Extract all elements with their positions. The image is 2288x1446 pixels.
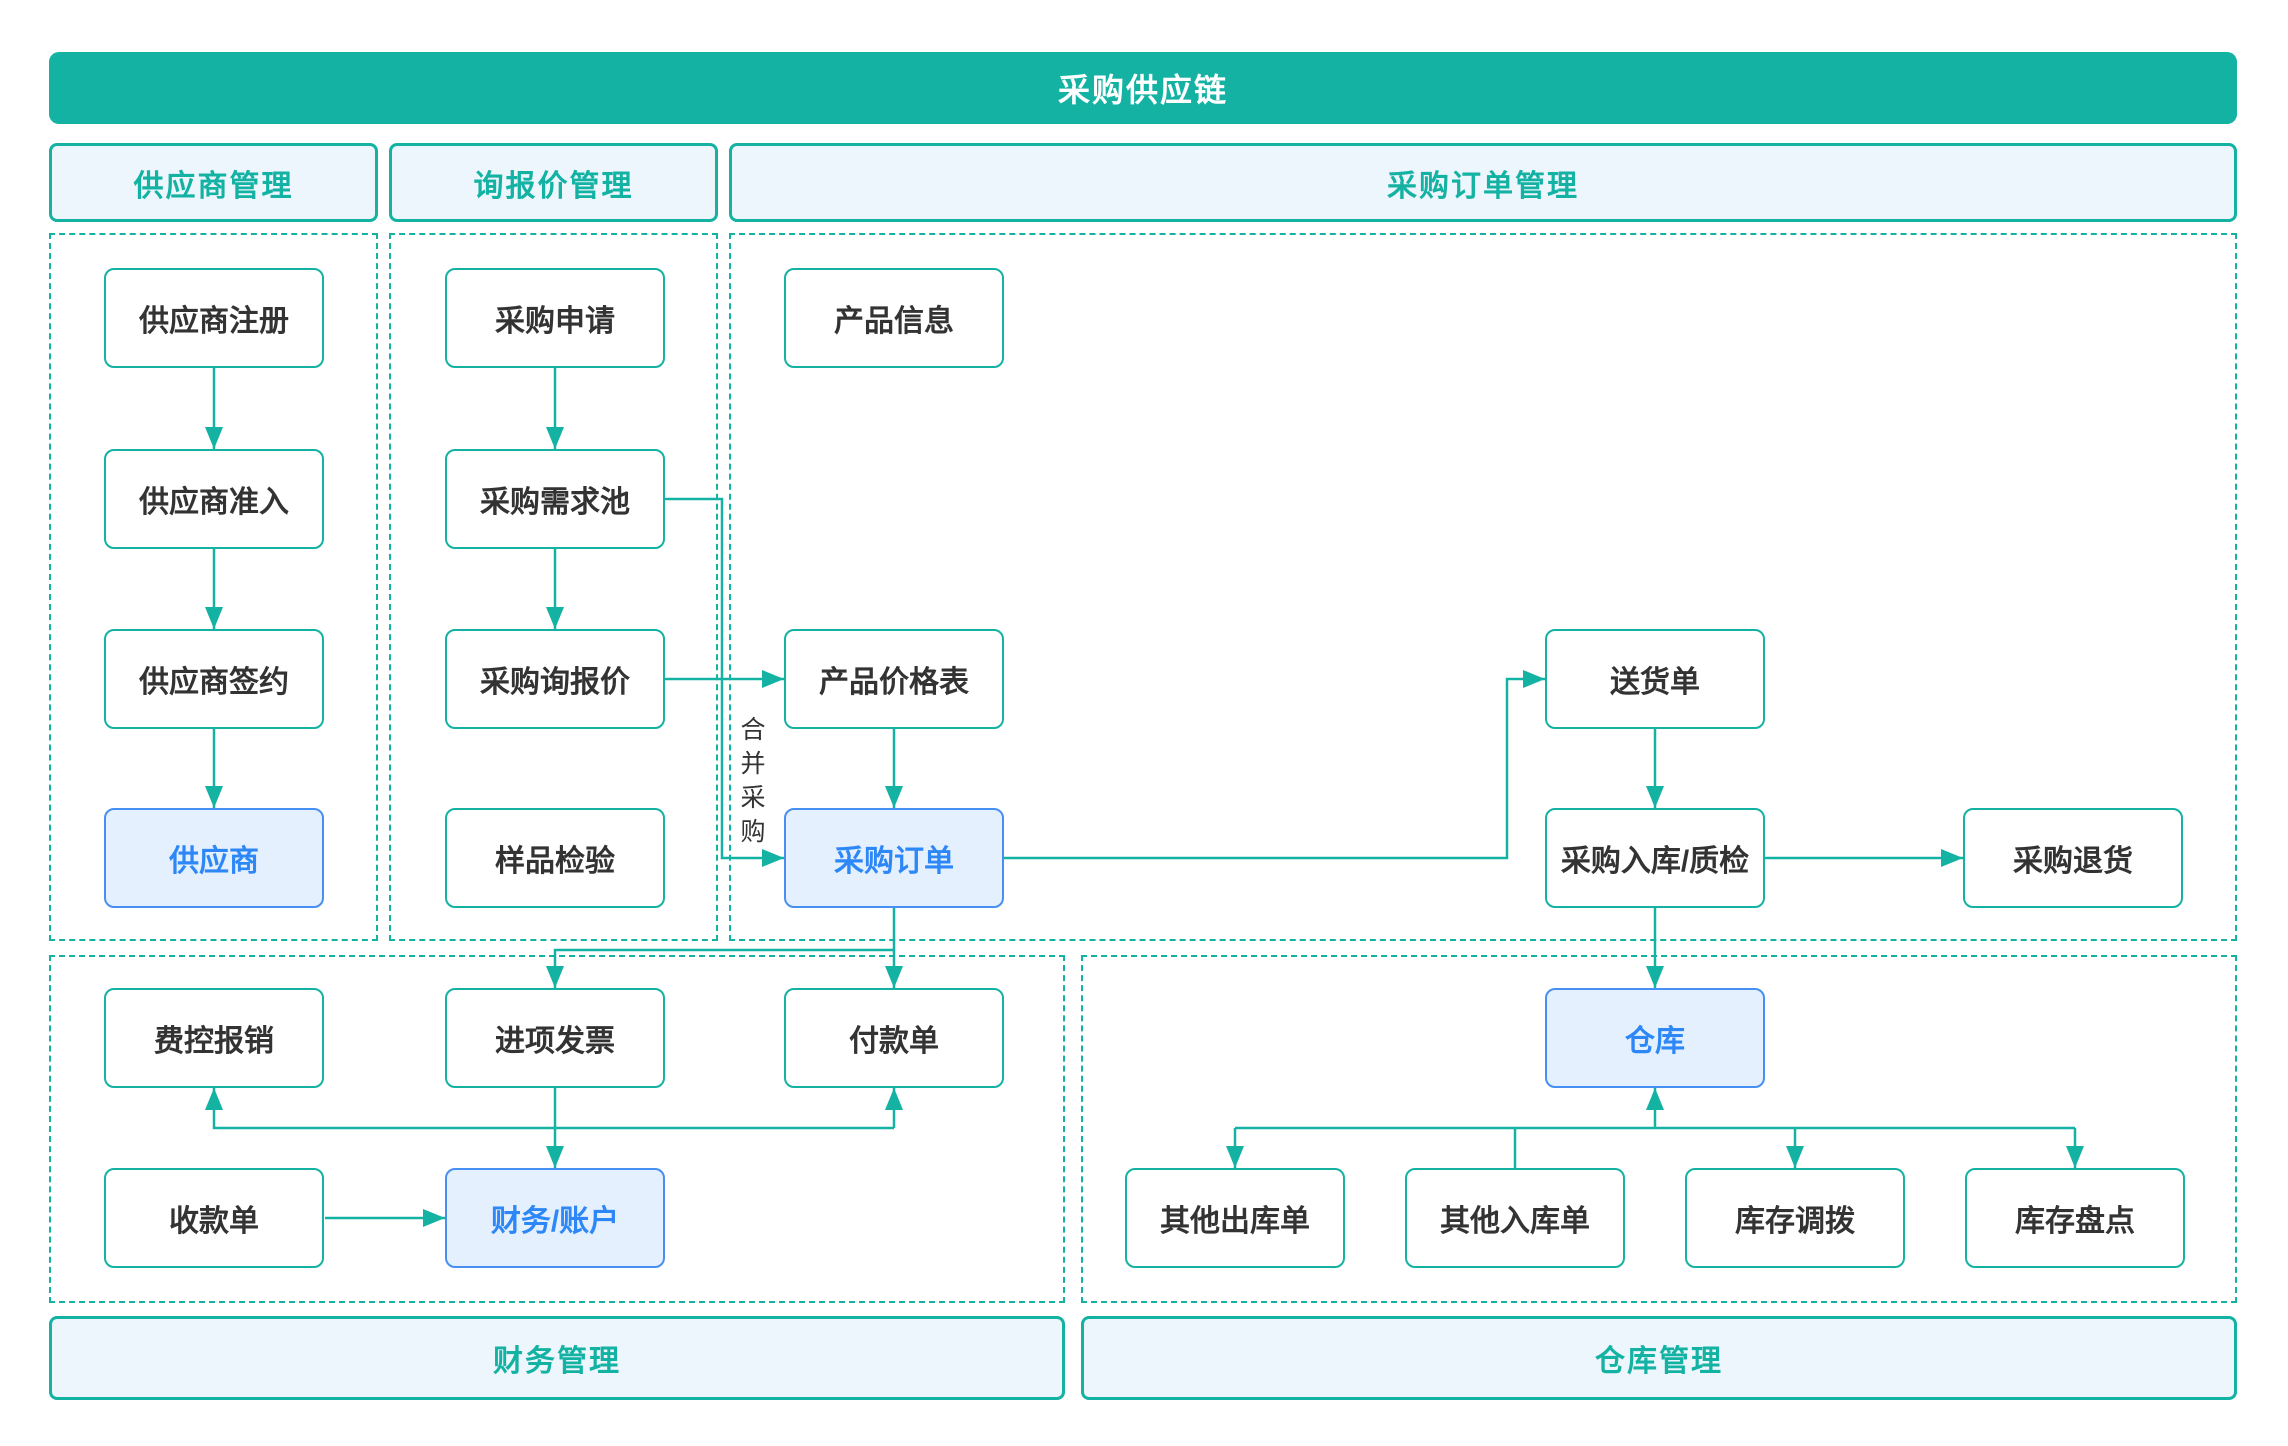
node-stock-transfer[interactable]: 库存调拨 — [1685, 1168, 1905, 1268]
node-expense-claim[interactable]: 费控报销 — [104, 988, 324, 1088]
diagram-title-banner: 采购供应链 — [49, 52, 2237, 124]
node-label: 采购订单 — [834, 845, 954, 878]
node-purchase-return[interactable]: 采购退货 — [1963, 808, 2183, 908]
node-label: 财务/账户 — [490, 1205, 620, 1238]
node-label: 仓库 — [1625, 1025, 1685, 1058]
edge-po-to-invoice — [546, 948, 894, 988]
node-label: 其他入库单 — [1440, 1205, 1590, 1238]
node-label: 供应商注册 — [139, 305, 289, 338]
node-receipt-qc[interactable]: 采购入库/质检 — [1545, 808, 1765, 908]
node-supplier-access[interactable]: 供应商准入 — [104, 449, 324, 549]
section-header-warehouse-mgmt: 仓库管理 — [1081, 1316, 2237, 1400]
node-price-list[interactable]: 产品价格表 — [784, 629, 1004, 729]
node-supplier-sign[interactable]: 供应商签约 — [104, 629, 324, 729]
edge-feedback-to-expense — [205, 1088, 894, 1130]
region-inquiry-mgmt — [389, 233, 718, 941]
region-finance-mgmt — [49, 955, 1065, 1303]
node-delivery-note[interactable]: 送货单 — [1545, 629, 1765, 729]
node-label: 供应商 — [169, 845, 259, 878]
node-label: 采购申请 — [495, 305, 615, 338]
node-warehouse[interactable]: 仓库 — [1545, 988, 1765, 1088]
node-label: 收款单 — [169, 1205, 259, 1238]
node-label: 样品检验 — [495, 845, 615, 878]
node-label: 其他出库单 — [1160, 1205, 1310, 1238]
node-label: 费控报销 — [154, 1025, 274, 1058]
node-label: 采购询报价 — [480, 666, 630, 699]
section-header-label: 财务管理 — [493, 1345, 621, 1378]
section-header-supplier-mgmt: 供应商管理 — [49, 143, 378, 222]
node-supplier[interactable]: 供应商 — [104, 808, 324, 908]
node-label: 采购退货 — [2013, 845, 2133, 878]
node-label: 采购入库/质检 — [1560, 845, 1750, 878]
edge-po-to-delivery — [1004, 670, 1545, 860]
section-header-po-mgmt: 采购订单管理 — [729, 143, 2237, 222]
node-label: 产品信息 — [834, 305, 954, 338]
node-purchase-order[interactable]: 采购订单 — [784, 808, 1004, 908]
section-header-label: 仓库管理 — [1595, 1345, 1723, 1378]
node-sample-check[interactable]: 样品检验 — [445, 808, 665, 908]
node-supplier-register[interactable]: 供应商注册 — [104, 268, 324, 368]
node-demand-pool[interactable]: 采购需求池 — [445, 449, 665, 549]
node-label: 供应商准入 — [139, 486, 289, 519]
node-label: 供应商签约 — [139, 666, 289, 699]
node-finance-account[interactable]: 财务/账户 — [445, 1168, 665, 1268]
node-input-invoice[interactable]: 进项发票 — [445, 988, 665, 1088]
edge-label-merge-purchase: 合并采购 — [737, 716, 765, 852]
node-label: 付款单 — [849, 1025, 939, 1058]
node-label: 送货单 — [1610, 666, 1700, 699]
node-other-inbound[interactable]: 其他入库单 — [1405, 1168, 1625, 1268]
region-supplier-mgmt — [49, 233, 378, 941]
edge-pool-merge-to-po — [665, 497, 784, 867]
node-rfq[interactable]: 采购询报价 — [445, 629, 665, 729]
region-po-mgmt — [729, 233, 2237, 941]
section-header-label: 供应商管理 — [133, 169, 294, 203]
node-receipt-note[interactable]: 收款单 — [104, 1168, 324, 1268]
node-product-info[interactable]: 产品信息 — [784, 268, 1004, 368]
node-purchase-request[interactable]: 采购申请 — [445, 268, 665, 368]
region-warehouse-mgmt — [1081, 955, 2237, 1303]
diagram-title: 采购供应链 — [1057, 72, 1228, 108]
section-header-label: 询报价管理 — [473, 169, 634, 203]
node-stock-take[interactable]: 库存盘点 — [1965, 1168, 2185, 1268]
section-header-finance-mgmt: 财务管理 — [49, 1316, 1065, 1400]
node-label: 进项发票 — [495, 1025, 615, 1058]
node-other-outbound[interactable]: 其他出库单 — [1125, 1168, 1345, 1268]
node-payment-note[interactable]: 付款单 — [784, 988, 1004, 1088]
section-header-inquiry-mgmt: 询报价管理 — [389, 143, 718, 222]
node-label: 库存盘点 — [2015, 1205, 2135, 1238]
node-label: 库存调拨 — [1735, 1205, 1855, 1238]
node-label: 产品价格表 — [819, 666, 969, 699]
node-label: 采购需求池 — [480, 486, 630, 519]
section-header-label: 采购订单管理 — [1387, 169, 1579, 203]
